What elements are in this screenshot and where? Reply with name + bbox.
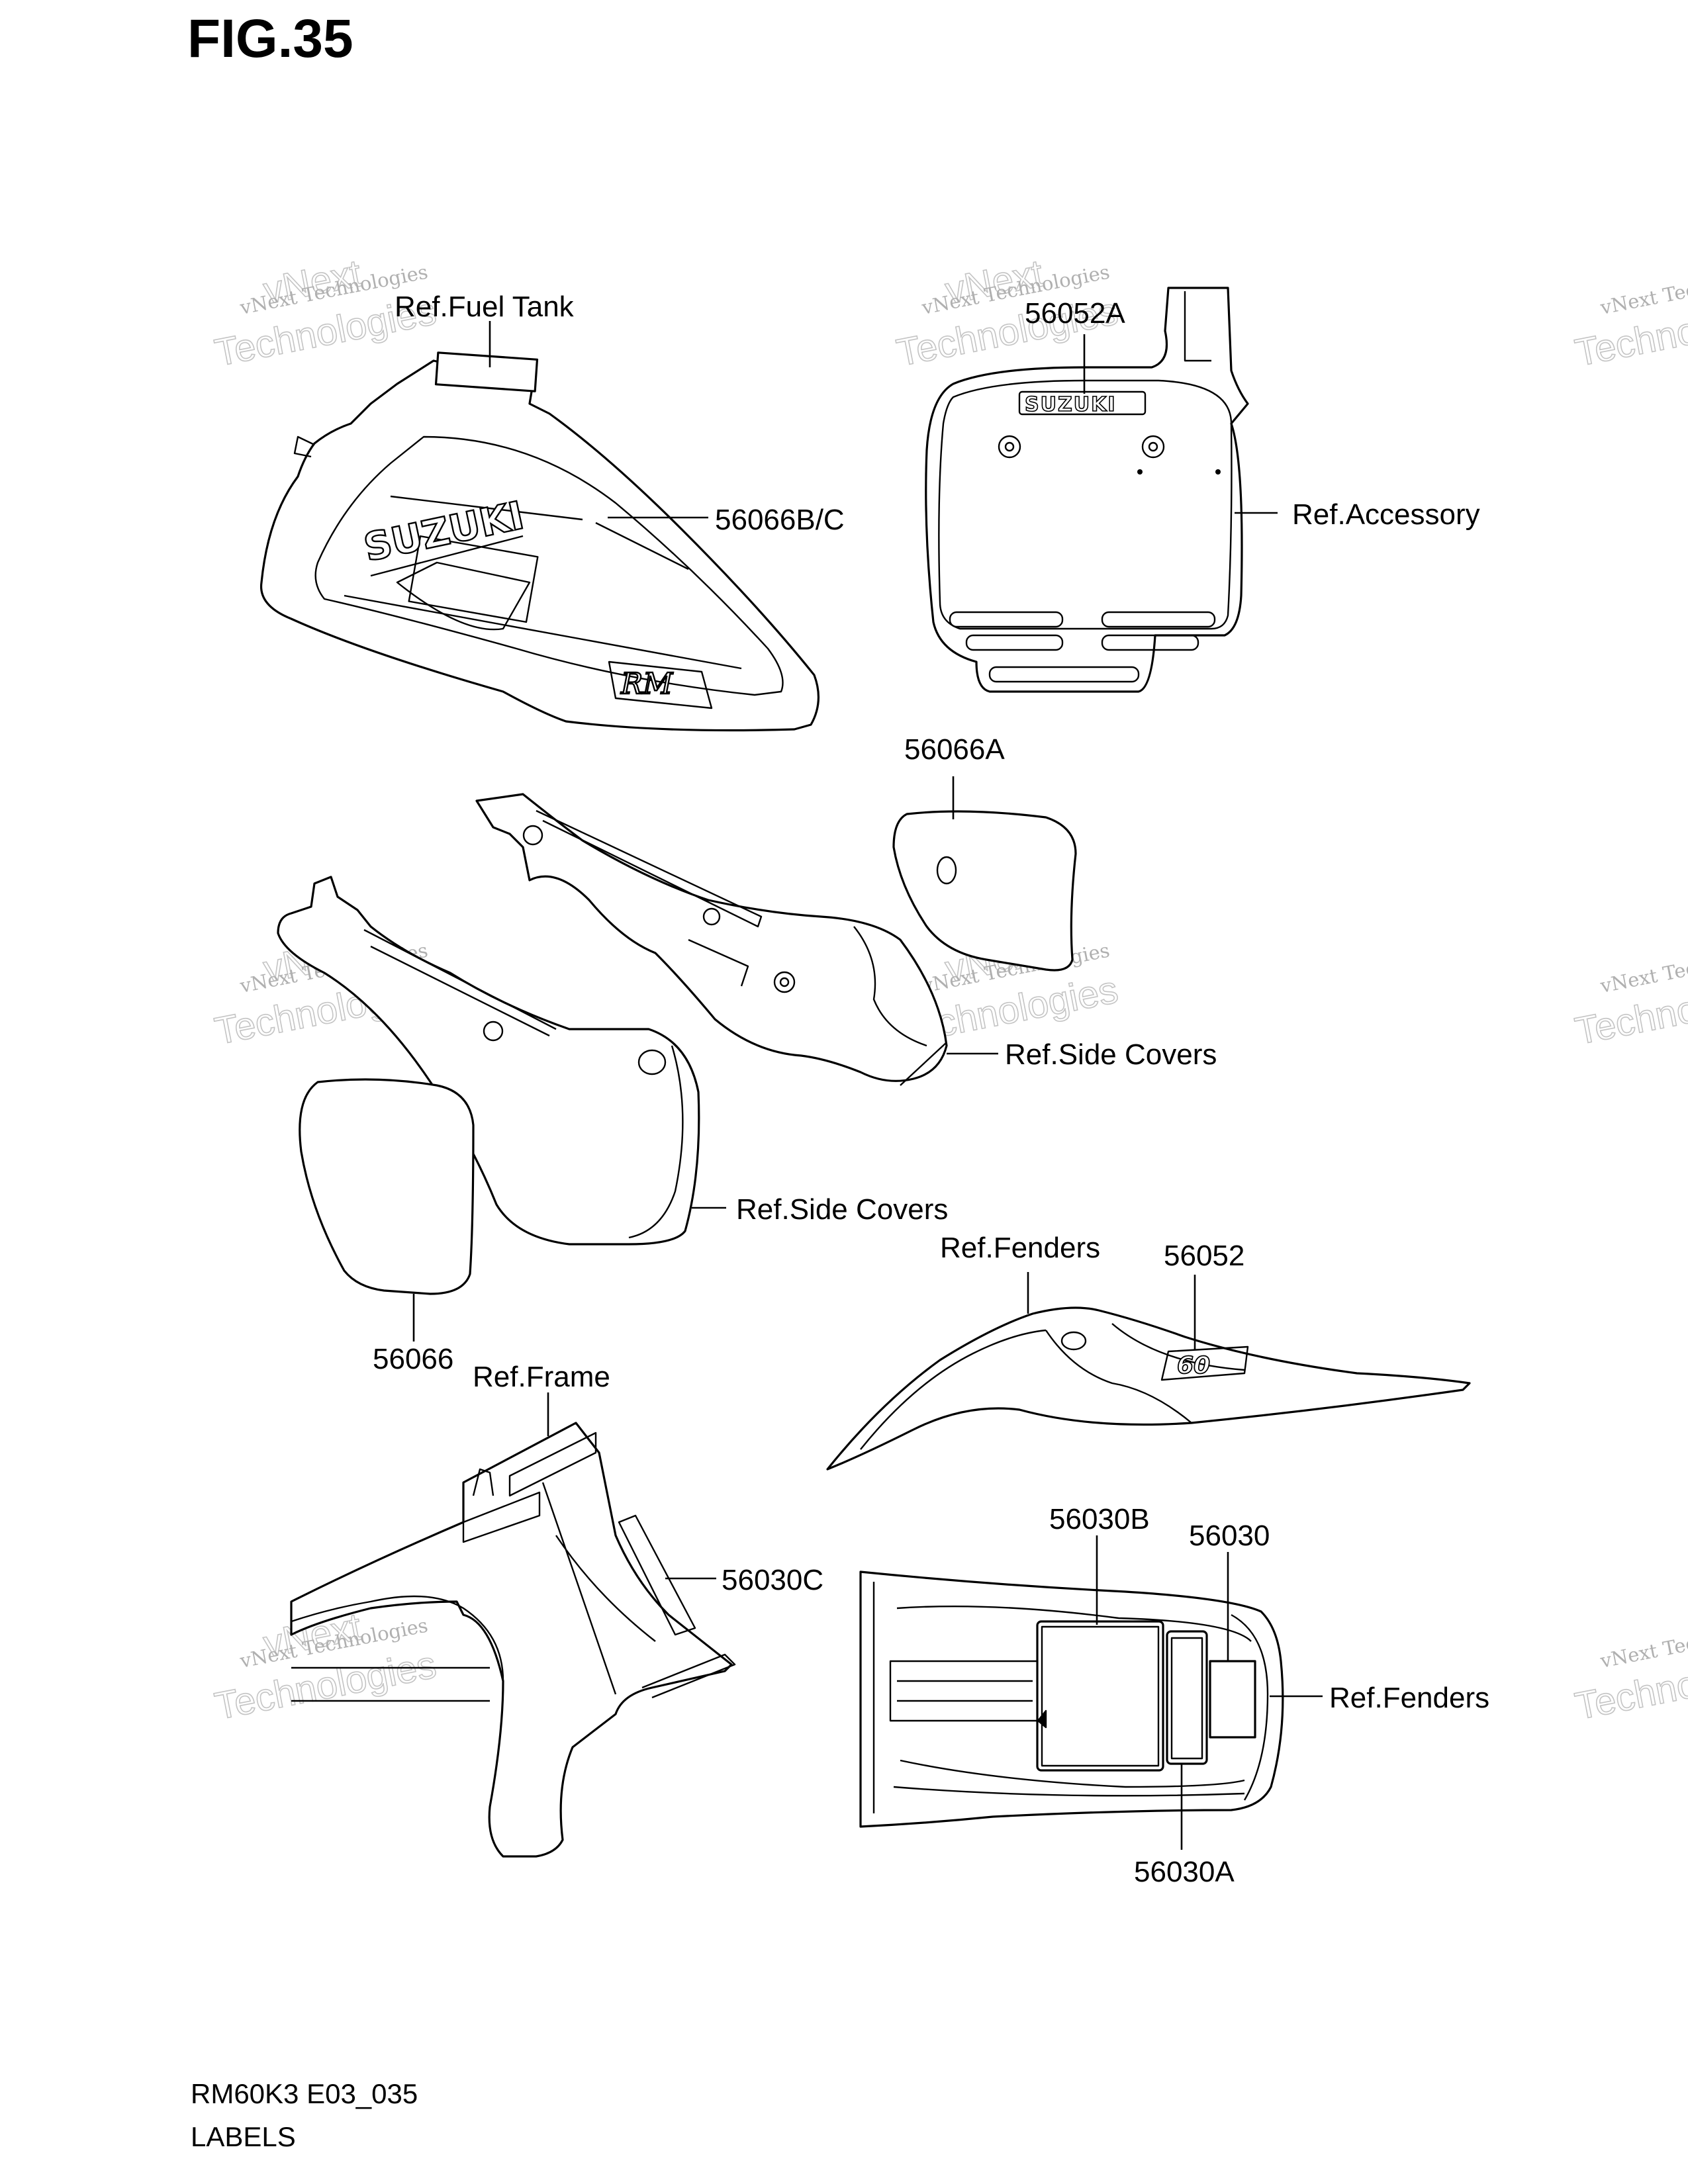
label-56066a: 56066A xyxy=(904,733,1005,766)
label-56030b: 56030B xyxy=(1049,1503,1150,1535)
label-ref-fuel-tank: Ref.Fuel Tank xyxy=(395,291,575,323)
watermark-text: vNext Technologies xyxy=(1598,1614,1688,1673)
fuel-tank-drawing: SUZUKI RM xyxy=(259,351,820,732)
frame-drawing xyxy=(290,1422,736,1858)
decal-56066-drawing xyxy=(299,1078,475,1295)
decal-56066a-drawing xyxy=(892,810,1077,972)
watermark-text: vNext Technologies xyxy=(1598,261,1688,320)
label-56030: 56030 xyxy=(1189,1520,1270,1552)
label-ref-fenders-front: Ref.Fenders xyxy=(940,1232,1100,1264)
rm-decal-text: RM xyxy=(620,667,673,701)
decal-56066a-hole xyxy=(936,856,957,885)
label-56066bc: 56066B/C xyxy=(715,504,845,536)
leader-lines xyxy=(412,321,1323,1850)
suzuki-plate-decal-text: SUZUKI xyxy=(1025,393,1117,416)
label-56052a: 56052A xyxy=(1025,297,1125,330)
front-fender-drawing: 60 xyxy=(826,1306,1471,1471)
label-56030a: 56030A xyxy=(1134,1856,1235,1888)
right-side-cover-drawing xyxy=(475,793,948,1086)
left-side-cover-drawing xyxy=(277,876,700,1246)
number-plate-drawing: SUZUKI xyxy=(925,287,1249,693)
footer-code: RM60K3 E03_035 xyxy=(191,2078,418,2109)
watermark-text: vNext Technologies xyxy=(1598,939,1688,998)
label-ref-frame: Ref.Frame xyxy=(473,1361,610,1393)
label-ref-side-covers-right: Ref.Side Covers xyxy=(1005,1038,1217,1071)
footer-name: LABELS xyxy=(191,2121,296,2152)
label-ref-side-covers-left: Ref.Side Covers xyxy=(736,1193,948,1226)
label-56052: 56052 xyxy=(1164,1240,1244,1272)
rear-fender-drawing xyxy=(859,1570,1284,1828)
label-56066: 56066 xyxy=(373,1343,453,1375)
label-ref-accessory: Ref.Accessory xyxy=(1292,498,1480,531)
label-ref-fenders-rear: Ref.Fenders xyxy=(1329,1682,1489,1714)
figure-title: FIG.35 xyxy=(187,9,353,69)
number-60-decal-text: 60 xyxy=(1177,1352,1210,1379)
label-56030c: 56030C xyxy=(722,1564,823,1596)
